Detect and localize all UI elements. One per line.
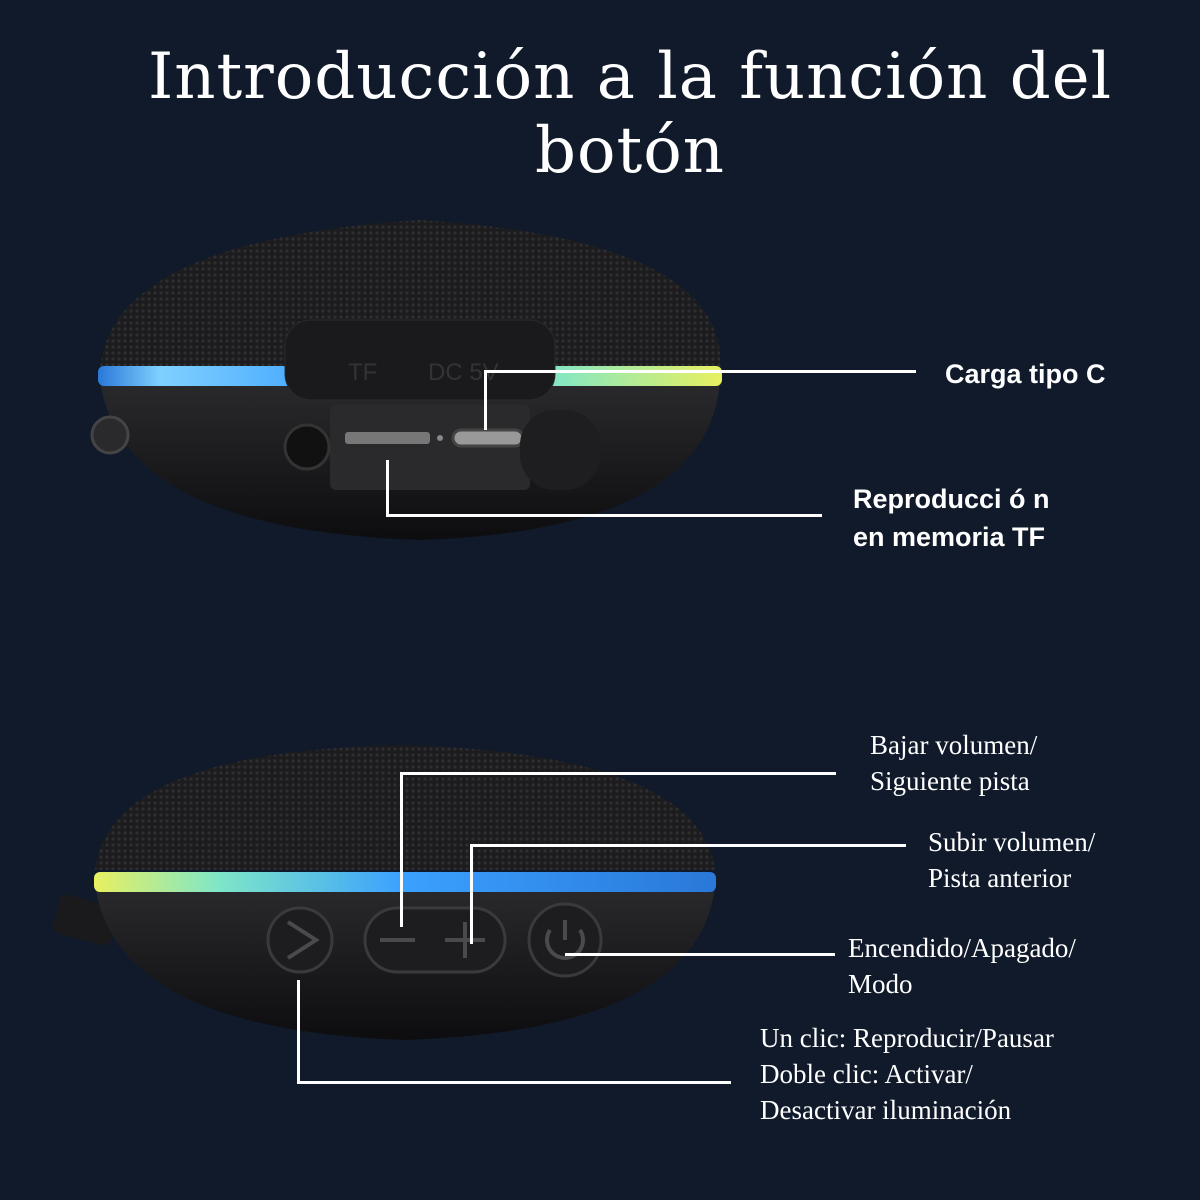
callout-charge-label: Carga tipo C bbox=[945, 359, 1106, 389]
play-button-icon bbox=[266, 906, 334, 974]
callout-tf-label-2: en memoria TF bbox=[853, 522, 1046, 552]
play-triangle-icon bbox=[286, 920, 320, 960]
top-speaker-image: TF DC 5V bbox=[90, 220, 722, 540]
callout-tf-label-1: Reproducci ó n bbox=[853, 484, 1050, 514]
callout-play-3: Desactivar iluminación bbox=[760, 1095, 1012, 1125]
vol-up-line-v bbox=[470, 844, 473, 944]
power-symbol-icon bbox=[545, 928, 585, 960]
callout-vol-down-1: Bajar volumen/ bbox=[870, 730, 1038, 760]
play-line-v bbox=[297, 980, 300, 1084]
bottom-speaker-image bbox=[52, 745, 716, 1040]
usb-c-port-icon bbox=[451, 428, 525, 448]
callout-vol-up-1: Subir volumen/ bbox=[928, 827, 1096, 857]
speaker-mesh-bottom bbox=[95, 745, 715, 870]
port-panel bbox=[330, 405, 530, 490]
callout-play-1: Un clic: Reproducir/Pausar bbox=[760, 1023, 1054, 1053]
callout-play-2: Doble clic: Activar/ bbox=[760, 1059, 973, 1089]
vol-down-line-h bbox=[400, 772, 836, 775]
charge-callout-line-h bbox=[486, 370, 916, 373]
vol-down-line-v bbox=[400, 772, 403, 927]
aux-jack-icon bbox=[283, 423, 331, 471]
tf-callout-line-v bbox=[386, 460, 389, 517]
speaker-mesh-top bbox=[100, 220, 721, 370]
side-knob bbox=[90, 415, 130, 455]
charge-callout-line-v bbox=[484, 370, 487, 430]
callout-power-1: Encendido/Apagado/ bbox=[848, 933, 1076, 963]
port-cover bbox=[284, 319, 556, 401]
port-label-tf: TF bbox=[348, 359, 377, 386]
callout-power-2: Modo bbox=[848, 969, 913, 999]
led-ring-bottom bbox=[94, 872, 716, 892]
tf-callout-line-h bbox=[386, 514, 822, 517]
callout-vol-down-2: Siguiente pista bbox=[870, 766, 1030, 796]
page-title: Introducción a la función del botón bbox=[147, 40, 1113, 188]
indicator-dot bbox=[437, 435, 443, 441]
strap-loop bbox=[520, 410, 600, 490]
play-line-h bbox=[297, 1081, 731, 1084]
power-line-h bbox=[565, 953, 835, 956]
tf-slot-icon bbox=[345, 432, 430, 444]
vol-up-line-h bbox=[470, 844, 906, 847]
callout-vol-up-2: Pista anterior bbox=[928, 863, 1072, 893]
